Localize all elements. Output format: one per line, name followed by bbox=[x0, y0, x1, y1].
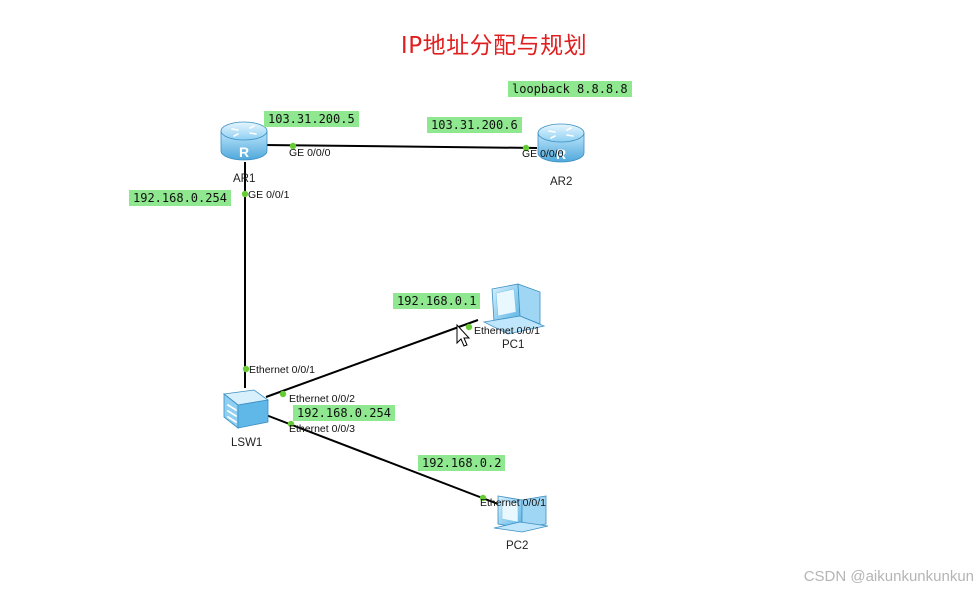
ip-label-ar2-loopback: loopback 8.8.8.8 bbox=[508, 81, 632, 97]
port-dot-lsw1-eth002 bbox=[279, 390, 287, 398]
port-dot-lsw1-eth003 bbox=[287, 420, 295, 428]
port-label-ar1-ge001: GE 0/0/1 bbox=[248, 189, 290, 201]
ip-label-pc2: 192.168.0.2 bbox=[418, 455, 506, 471]
port-label-pc1-eth001: Ethernet 0/0/1 bbox=[474, 325, 540, 337]
ip-label-ar1-wan: 103.31.200.5 bbox=[264, 111, 359, 127]
port-label-lsw1-eth003: Ethernet 0/0/3 bbox=[289, 423, 355, 435]
router-ar2-icon[interactable]: R bbox=[537, 123, 585, 163]
link-lsw1-pc2[interactable] bbox=[265, 414, 499, 505]
port-label-ar1-ge000: GE 0/0/0 bbox=[289, 147, 331, 159]
port-dot-lsw1-eth001 bbox=[242, 365, 250, 373]
port-dot-ar2-ge000 bbox=[522, 144, 530, 152]
mouse-cursor-icon bbox=[456, 323, 471, 347]
device-label-lsw1: LSW1 bbox=[231, 437, 263, 449]
diagram-title: IP地址分配与规划 bbox=[400, 33, 588, 59]
switch-lsw1-icon[interactable] bbox=[223, 389, 270, 429]
port-dot-ar1-ge000 bbox=[289, 142, 297, 150]
link-lsw1-pc1[interactable] bbox=[265, 319, 479, 398]
watermark: CSDN @aikunkunkunkun bbox=[803, 568, 974, 585]
ip-label-ar2-wan: 103.31.200.6 bbox=[427, 117, 522, 133]
ip-label-lsw1: 192.168.0.254 bbox=[293, 405, 395, 421]
svg-text:R: R bbox=[556, 146, 566, 162]
device-label-ar1: AR1 bbox=[233, 173, 256, 185]
pc1-icon[interactable] bbox=[482, 283, 546, 335]
svg-text:R: R bbox=[239, 144, 249, 160]
port-label-lsw1-eth002: Ethernet 0/0/2 bbox=[289, 393, 355, 405]
ip-label-ar1-lan: 192.168.0.254 bbox=[129, 190, 231, 206]
link-ar1-ar2[interactable] bbox=[263, 144, 538, 149]
port-label-lsw1-eth001: Ethernet 0/0/1 bbox=[249, 364, 315, 376]
router-ar1-icon[interactable]: R bbox=[220, 121, 268, 161]
port-dot-pc2-eth001 bbox=[479, 494, 487, 502]
port-dot-ar1-ge001 bbox=[241, 190, 249, 198]
port-label-pc2-eth001: Ethernet 0/0/1 bbox=[480, 497, 546, 509]
port-dot-pc1-eth001 bbox=[465, 323, 473, 331]
port-label-ar2-ge000: GE 0/0/0 bbox=[522, 148, 564, 160]
pc2-icon[interactable] bbox=[493, 495, 549, 533]
ip-label-pc1: 192.168.0.1 bbox=[393, 293, 481, 309]
device-label-ar2: AR2 bbox=[550, 176, 573, 188]
device-label-pc2: PC2 bbox=[506, 540, 529, 552]
device-label-pc1: PC1 bbox=[502, 339, 525, 351]
